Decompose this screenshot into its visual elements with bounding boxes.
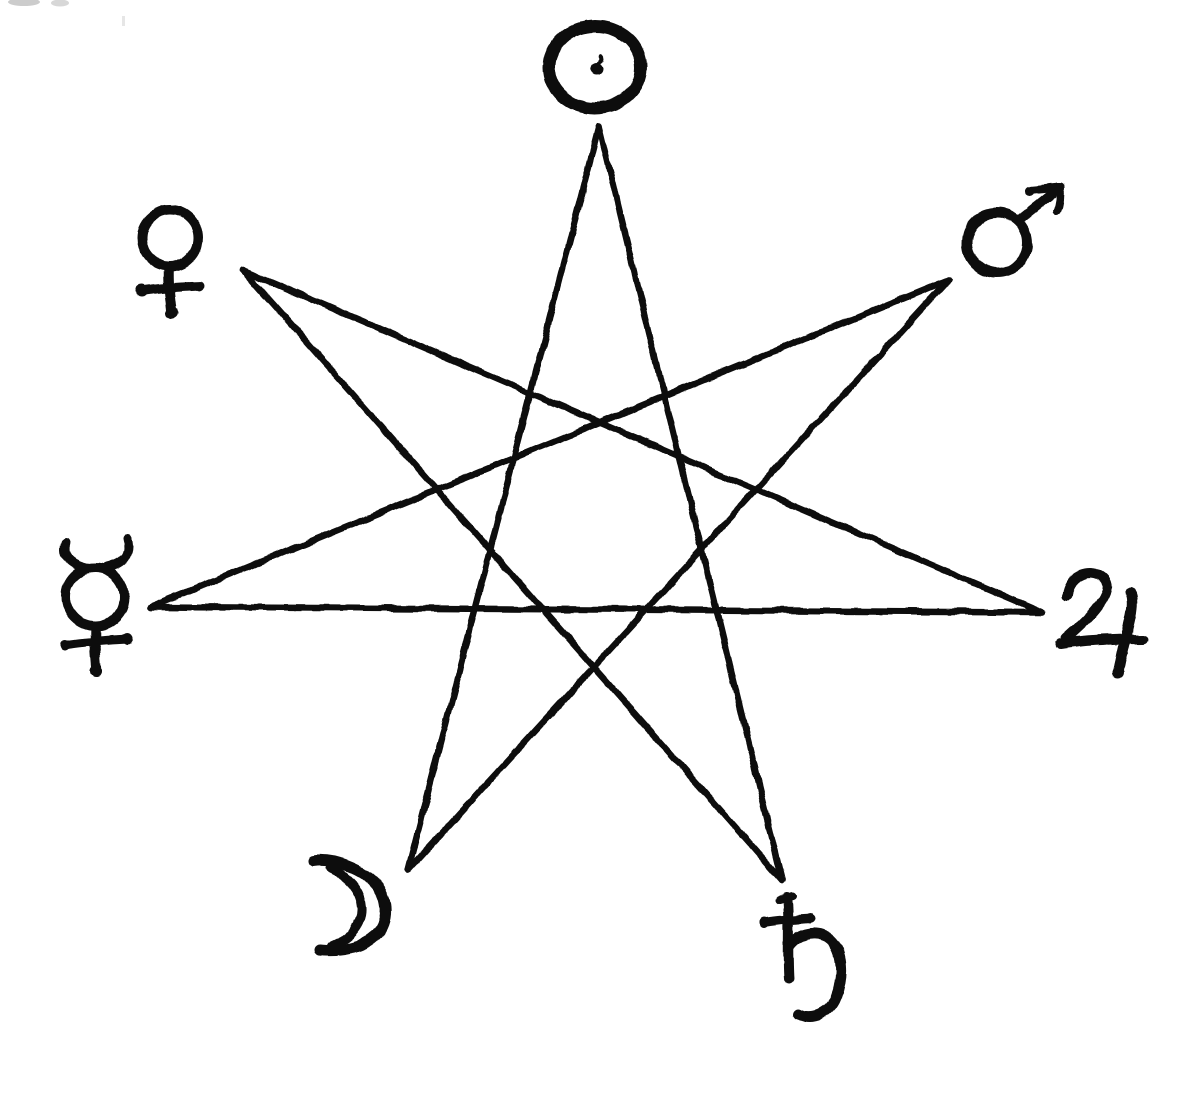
star-lines (146, 122, 1046, 884)
sun-symbol: Sun (543, 20, 647, 114)
moon-symbol: Moon (308, 854, 392, 957)
edge-venus-saturn (239, 266, 786, 884)
ink-drawing: Sun Mars Jupiter (59, 20, 1148, 1023)
edge-mars-moon (404, 276, 952, 874)
mars-symbol: Mars (962, 183, 1065, 278)
mercury-symbol: Mercury (59, 534, 134, 677)
jupiter-symbol: Jupiter (1056, 568, 1148, 679)
edge-venus-jupiter (239, 266, 1046, 616)
edge-sun-saturn (595, 122, 786, 884)
saturn-symbol: Saturn (758, 892, 847, 1023)
scan-artifacts (8, 0, 125, 26)
edge-mercury-jupiter (146, 603, 1046, 616)
edge-sun-moon (404, 122, 603, 874)
venus-symbol: Venus (135, 205, 205, 318)
edge-mars-mercury (146, 276, 952, 611)
